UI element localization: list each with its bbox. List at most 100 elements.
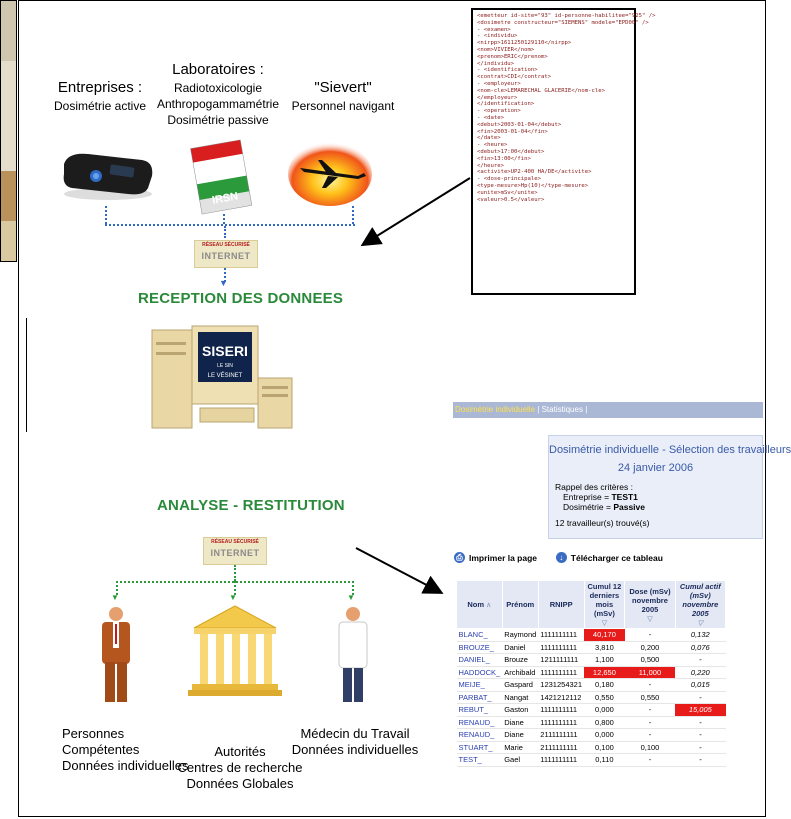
xml-line: - <operation> bbox=[477, 108, 521, 115]
xml-line: <debut>2003-01-04</debut> bbox=[477, 121, 562, 128]
main-frame bbox=[18, 0, 766, 817]
selection-panel: Dosimétrie individuelle - Sélection des … bbox=[548, 435, 791, 539]
xml-line: - <identification> bbox=[477, 67, 538, 74]
distribution-drop-3 bbox=[352, 581, 354, 595]
doctor-figure bbox=[338, 607, 368, 702]
tab-dosimetrie[interactable]: Dosimétrie individuelle bbox=[455, 405, 536, 414]
xml-line: </individu> bbox=[477, 60, 515, 67]
personnes-label: Personnes Compétentes Données individuel… bbox=[62, 726, 189, 773]
criteria-entreprise: Entreprise = TEST1 bbox=[563, 492, 638, 502]
tab-separator: | bbox=[537, 405, 540, 414]
table-cell: Diane bbox=[502, 716, 539, 729]
table-cell[interactable]: REBUT_ bbox=[456, 703, 503, 717]
xml-line: <nom-cle>LEMARECHAL GLACERIE</nom-cle> bbox=[477, 87, 605, 94]
xml-line: - <individu> bbox=[477, 33, 518, 40]
xml-line: <contrat>CDI</contrat> bbox=[477, 74, 552, 81]
table-cell: - bbox=[624, 678, 676, 692]
reception-title: RECEPTION DES DONNEES bbox=[138, 290, 344, 307]
table-cell[interactable]: DANIEL_ bbox=[456, 653, 503, 667]
table-cell[interactable]: RENAUD_ bbox=[456, 716, 503, 729]
table-cell: 1231254321 bbox=[538, 678, 585, 692]
table-cell: - bbox=[675, 653, 726, 667]
col-dose[interactable]: Dose (mSv) novembre 2005▽ bbox=[624, 580, 676, 629]
table-cell: 0,100 bbox=[584, 741, 625, 754]
table-cell: - bbox=[624, 728, 676, 742]
selection-header: Dosimétrie individuelle - Sélection des … bbox=[549, 444, 791, 456]
xml-line: <dosimetre constructeur="SIEMENS" modele… bbox=[477, 19, 649, 26]
table-cell: 0,015 bbox=[675, 678, 726, 692]
table-cell[interactable]: TEST_ bbox=[456, 753, 503, 767]
download-link[interactable]: Télécharger ce tableau bbox=[570, 552, 663, 563]
network-drop-1 bbox=[105, 206, 107, 224]
table-cell[interactable]: BROUZE_ bbox=[456, 641, 503, 654]
criteria-dosimetrie: Dosimétrie = Passive bbox=[563, 502, 645, 512]
criteria-title: Rappel des critères : bbox=[555, 482, 633, 492]
col-rnipp[interactable]: RNIPP bbox=[537, 580, 585, 629]
table-cell: 2111111111 bbox=[538, 728, 585, 742]
xml-line: </date> bbox=[477, 135, 501, 142]
medecine-label: Médecin du Travail Données individuelles bbox=[291, 726, 419, 757]
table-cell: 0,550 bbox=[624, 691, 676, 704]
table-cell: Marie bbox=[502, 741, 539, 754]
arrow-down-icon: ▼ bbox=[111, 593, 119, 602]
table-cell: 0,180 bbox=[584, 678, 625, 692]
table-cell: 0,000 bbox=[584, 728, 625, 742]
table-cell[interactable]: MEIJE_ bbox=[456, 678, 503, 692]
irsn-package-image: IRSN bbox=[190, 139, 253, 215]
table-cell[interactable]: PARBAT_ bbox=[456, 691, 503, 704]
table-cell[interactable]: STUART_ bbox=[456, 741, 503, 754]
table-cell: 15,005 bbox=[675, 703, 726, 717]
table-cell: Gaston bbox=[502, 703, 539, 717]
xml-line: - <examen> bbox=[477, 26, 511, 33]
distribution-drop-center bbox=[234, 565, 236, 581]
xml-line: <fin>2003-01-04</fin> bbox=[477, 128, 548, 135]
xml-message-box: <emetteur id-site="93" id-personne-habil… bbox=[471, 8, 656, 295]
col-nom[interactable]: Nom ∧ bbox=[456, 580, 503, 629]
table-cell: Raymond bbox=[502, 628, 539, 642]
table-cell: - bbox=[624, 703, 676, 717]
table-cell[interactable]: RENAUD_ bbox=[456, 728, 503, 742]
table-cell: Diane bbox=[502, 728, 539, 742]
xml-line: - <date> bbox=[477, 114, 504, 121]
arrow-down-icon: ▼ bbox=[229, 593, 237, 602]
table-cell: 0,550 bbox=[584, 691, 625, 704]
network-drop-2 bbox=[223, 214, 225, 224]
xml-line: <prenom>ERIC</prenom> bbox=[477, 53, 548, 60]
xml-line: - <employeur> bbox=[477, 80, 521, 87]
web-tab-bar: Dosimétrie individuelle | Statistiques | bbox=[453, 402, 763, 418]
table-cell: 1111111111 bbox=[538, 753, 585, 767]
laboratoires-label: Laboratoires : Radiotoxicologie Anthropo… bbox=[156, 61, 280, 127]
download-icon[interactable]: ↓ bbox=[555, 552, 567, 564]
xml-line: </identification> bbox=[477, 101, 535, 108]
table-cell: 1111111111 bbox=[538, 641, 585, 654]
print-link[interactable]: Imprimer la page bbox=[469, 552, 538, 563]
tab-separator: | bbox=[585, 405, 588, 414]
left-photo-strip bbox=[0, 0, 17, 262]
table-cell[interactable]: BLANC_ bbox=[456, 628, 503, 642]
xml-line: - <heure> bbox=[477, 142, 508, 149]
print-icon[interactable]: ⎙ bbox=[454, 552, 465, 564]
distribution-drop-2 bbox=[234, 581, 236, 595]
tab-statistiques[interactable]: Statistiques bbox=[541, 405, 583, 414]
table-cell: 11,000 bbox=[624, 666, 676, 679]
table-cell: Gaspard bbox=[502, 678, 539, 692]
table-cell[interactable]: HADDOCK_ bbox=[456, 666, 503, 679]
distribution-drop-1 bbox=[116, 581, 118, 595]
col-cumul-actif[interactable]: Cumul actif (mSv) novembre 2005▽ bbox=[674, 580, 727, 629]
col-cumul12[interactable]: Cumul 12 derniers mois (mSv)▽ bbox=[583, 580, 626, 629]
table-cell: - bbox=[675, 716, 726, 729]
col-prenom[interactable]: Prénom bbox=[501, 580, 539, 629]
businessman-figure bbox=[102, 607, 130, 702]
xml-line: <nom>VIVIER</nom> bbox=[477, 46, 535, 53]
siseri-sub1: LE SIN bbox=[217, 363, 233, 369]
table-cell: 12,650 bbox=[584, 666, 625, 679]
table-cell: 1111111111 bbox=[538, 716, 585, 729]
table-cell: 0,220 bbox=[675, 666, 726, 679]
table-cell: 0,000 bbox=[584, 703, 625, 717]
